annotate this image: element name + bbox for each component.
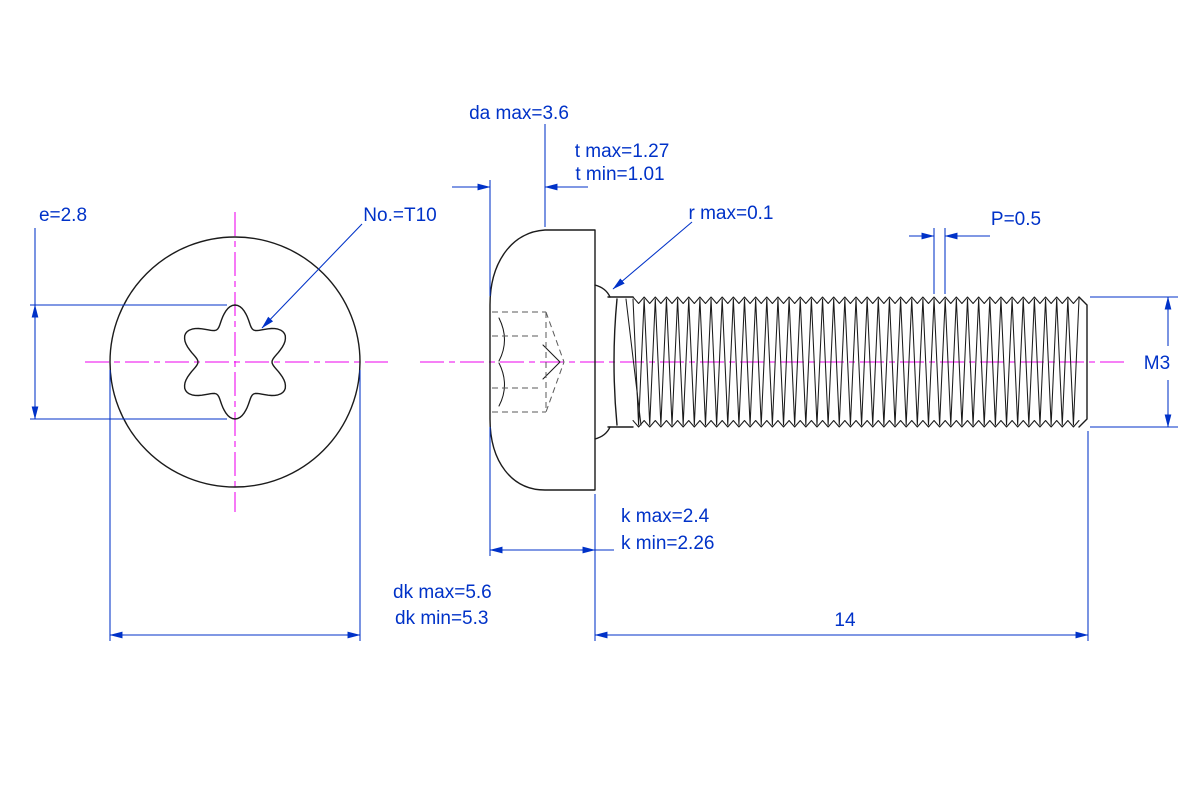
label-k-max: k max=2.4 [621, 506, 710, 527]
shank-lines [607, 296, 634, 428]
label-torx-number: No.=T10 [363, 205, 436, 226]
dimension-labels: e=2.8 No.=T10 da max=3.6 t max=1.27 t mi… [39, 103, 1170, 631]
label-pitch: P=0.5 [991, 209, 1041, 230]
torx-number-leader [261, 223, 363, 329]
dimension-dk [109, 370, 361, 641]
label-dk-min: dk min=5.3 [395, 608, 488, 629]
dimension-k [489, 427, 614, 556]
dimension-length [594, 431, 1089, 641]
thread-runout-line [625, 298, 642, 426]
label-length: 14 [834, 610, 856, 631]
label-e: e=2.8 [39, 205, 87, 226]
label-dk-max: dk max=5.6 [393, 582, 492, 603]
screw-end-chamfer [1078, 296, 1088, 428]
r-leader-line [612, 221, 693, 290]
recess-visible-edges [498, 317, 561, 407]
dimension-p [909, 228, 990, 294]
label-k-min: k min=2.26 [621, 533, 714, 554]
label-r-max: r max=0.1 [688, 203, 773, 224]
thread-crest-top-silhouette [632, 296, 1080, 305]
head-outline-circle [109, 236, 361, 488]
dimension-m3 [1090, 296, 1178, 428]
label-da-max: da max=3.6 [469, 103, 569, 124]
under-head-fillet [594, 284, 611, 440]
thread-crest-bottom-silhouette [632, 419, 1080, 428]
thread-flank-lines [632, 298, 1080, 426]
label-thread: M3 [1144, 353, 1170, 374]
dimension-e [30, 228, 227, 420]
label-t-min: t min=1.01 [575, 164, 664, 185]
side-view [489, 229, 1088, 491]
torx-recess-outline [183, 304, 287, 420]
label-t-max: t max=1.27 [575, 141, 670, 162]
recess-hidden-lines [492, 311, 565, 413]
centerlines [85, 212, 1128, 512]
head-profile [489, 229, 596, 491]
front-view [109, 236, 361, 488]
dimension-t [452, 180, 588, 296]
dimensions [30, 124, 1178, 641]
